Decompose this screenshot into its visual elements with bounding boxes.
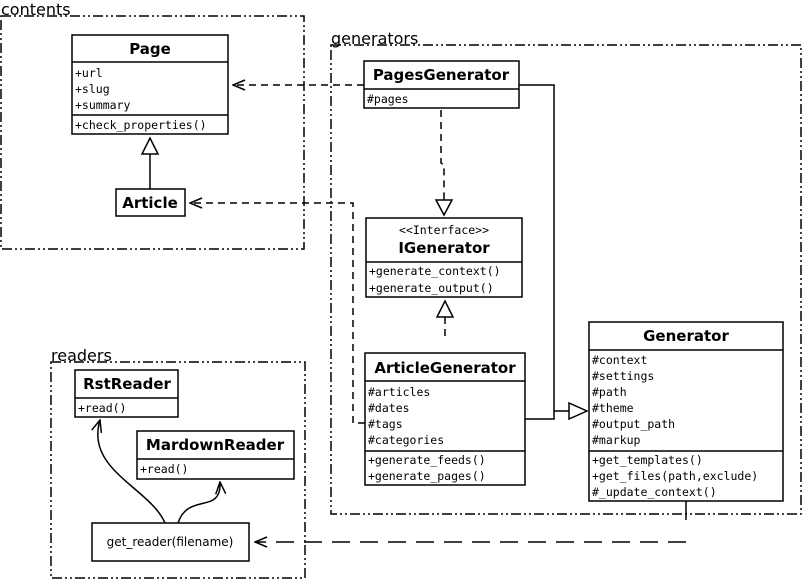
interface-igenerator[interactable]: <<Interface>> IGenerator +generate_conte…	[365, 217, 523, 298]
generalization-arrowhead	[140, 136, 160, 155]
method: +generate_output()	[369, 281, 494, 295]
method: +read()	[140, 462, 188, 476]
class-pagesgenerator[interactable]: PagesGenerator #pages	[363, 60, 520, 109]
class-name: ArticleGenerator	[374, 359, 516, 377]
relationships	[98, 84, 687, 542]
package-label: contents	[1, 0, 71, 19]
generalization-articlegenerator-generator	[525, 411, 555, 420]
attribute: +slug	[75, 82, 110, 96]
function-name: get_reader(filename)	[107, 535, 234, 549]
package-label: generators	[331, 29, 418, 48]
association-getreader-rstreader	[98, 420, 166, 524]
method: +generate_context()	[369, 264, 501, 278]
stereotype: <<Interface>>	[399, 223, 489, 237]
class-generator[interactable]: Generator #context #settings #path #them…	[588, 321, 784, 502]
realization-arrowhead	[434, 199, 454, 217]
attribute: #dates	[368, 401, 410, 415]
method: +get_files(path,exclude)	[592, 469, 758, 483]
method: #_update_context()	[592, 485, 717, 499]
class-markdownreader[interactable]: MardownReader +read()	[136, 430, 295, 480]
class-name: PagesGenerator	[373, 66, 510, 84]
attribute: #settings	[592, 369, 654, 383]
class-name: Page	[129, 40, 171, 58]
attribute: +summary	[75, 98, 130, 112]
attribute: +url	[75, 66, 103, 80]
class-name: IGenerator	[398, 239, 490, 257]
method: +generate_pages()	[368, 469, 486, 483]
realization-pagesgenerator-igenerator	[440, 110, 445, 200]
association-getreader-markdownreader	[177, 482, 220, 524]
attribute: #theme	[592, 401, 634, 415]
attribute: #output_path	[592, 417, 675, 431]
generalization-pagesgenerator-generator	[519, 84, 569, 412]
realization-arrowhead	[435, 299, 455, 318]
package-readers: readers	[50, 346, 306, 579]
class-name: Generator	[643, 327, 729, 345]
package-label: readers	[51, 346, 112, 365]
function-get-reader[interactable]: get_reader(filename)	[91, 522, 250, 562]
attribute: #context	[592, 353, 647, 367]
method: +check_properties()	[75, 118, 207, 132]
class-page[interactable]: Page +url +slug +summary +check_properti…	[71, 34, 229, 135]
package-generators: generators	[330, 29, 802, 515]
attribute: #markup	[592, 433, 641, 447]
class-articlegenerator[interactable]: ArticleGenerator #articles #dates #tags …	[364, 352, 526, 486]
class-name: RstReader	[83, 375, 171, 393]
attribute: #articles	[368, 385, 430, 399]
package-contents: contents	[0, 0, 305, 250]
class-name: MardownReader	[146, 436, 285, 454]
attribute: #tags	[368, 417, 403, 431]
attribute: #pages	[367, 92, 409, 106]
class-rstreader[interactable]: RstReader +read()	[74, 369, 179, 418]
generalization-arrowhead	[568, 401, 589, 421]
class-article[interactable]: Article	[115, 188, 186, 217]
dependency-articlegenerator-article	[190, 203, 365, 424]
method: +get_templates()	[592, 453, 703, 467]
method: +read()	[78, 401, 126, 415]
attribute: #categories	[368, 433, 444, 447]
method: +generate_feeds()	[368, 453, 486, 467]
class-name: Article	[122, 194, 178, 212]
attribute: #path	[592, 385, 627, 399]
